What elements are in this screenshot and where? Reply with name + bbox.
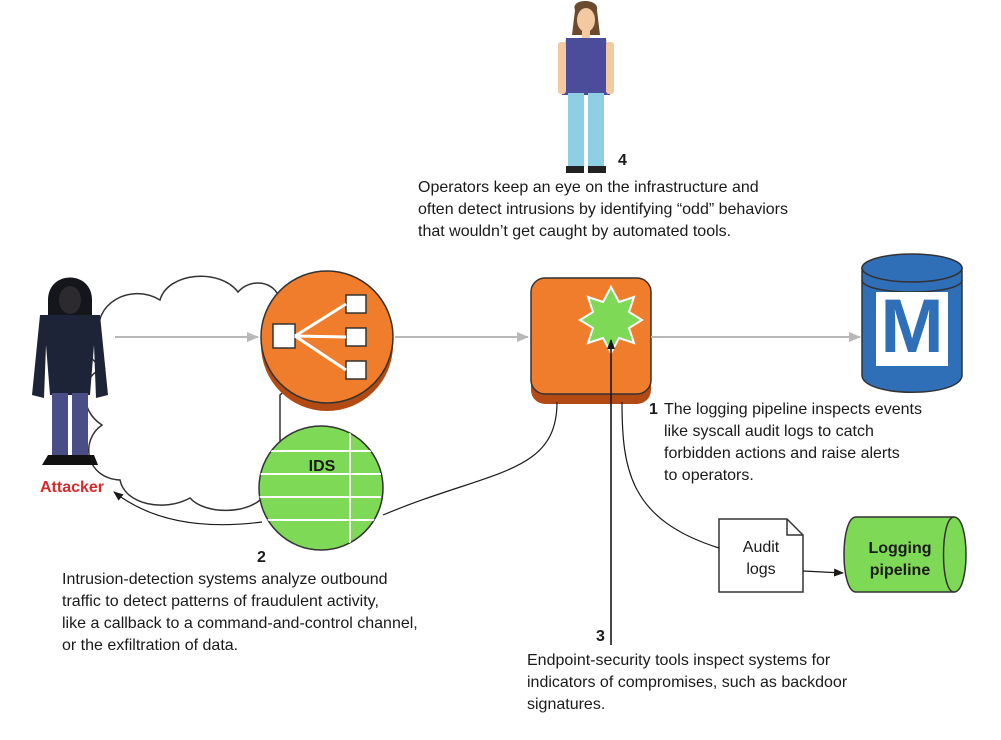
database-letter: M [880,284,943,369]
annotation-1-text: The logging pipeline inspects events lik… [664,399,922,487]
server-icon [530,277,652,404]
server-to-audit-logs-line [621,401,720,549]
annotation-1-line: The logging pipeline inspects events [664,401,922,418]
logging-pipeline-label-line2: pipeline [870,562,931,579]
annotation-2-line: or the exfiltration of data. [62,637,239,654]
logging-pipeline-icon [843,516,967,593]
audit-logs-label-line1: Audit [743,539,780,556]
annotation-1-number: 1 [649,401,658,418]
annotation-2-line: Intrusion-detection systems analyze outb… [62,571,388,588]
ids-icon [258,425,384,551]
annotation-3-text: Endpoint-security tools inspect systems … [527,650,847,716]
annotation-2-number: 2 [257,549,266,566]
annotation-3-line: Endpoint-security tools inspect systems … [527,652,831,669]
annotation-4-line: that wouldn’t get caught by automated to… [418,223,732,240]
annotation-4-line: often detect intrusions by identifying “… [418,201,788,218]
annotation-1-line: like syscall audit logs to catch [664,423,874,440]
annotation-1-line: to operators. [664,467,754,484]
attacker-figure-icon [32,277,108,465]
annotation-2-line: like a callback to a command-and-control… [62,615,418,632]
annotation-4-line: Operators keep an eye on the infrastruct… [418,179,759,196]
load-balancer-icon [260,270,394,411]
database-icon [861,253,963,393]
annotation-4-text: Operators keep an eye on the infrastruct… [418,177,788,243]
attacker-label: Attacker [40,479,104,496]
ids-label: IDS [309,458,336,475]
annotation-3-line: signatures. [527,696,606,713]
audit-logs-to-pipeline-arrow [802,568,844,577]
annotation-1-line: forbidden actions and raise alerts [664,445,900,462]
logging-pipeline-label-line1: Logging [868,540,931,557]
operator-figure-icon [558,1,614,173]
annotation-2-text: Intrusion-detection systems analyze outb… [62,569,418,657]
annotation-4-number: 4 [618,152,627,169]
audit-logs-label-line2: logs [746,561,775,578]
ids-to-attacker-arrow [113,491,263,526]
server-to-ids-line [382,401,558,516]
annotation-2-line: traffic to detect patterns of fraudulent… [62,593,379,610]
audit-logs-document-icon [718,518,804,593]
annotation-3-number: 3 [596,628,605,645]
annotation-3-line: indicators of compromises, such as backd… [527,674,848,691]
